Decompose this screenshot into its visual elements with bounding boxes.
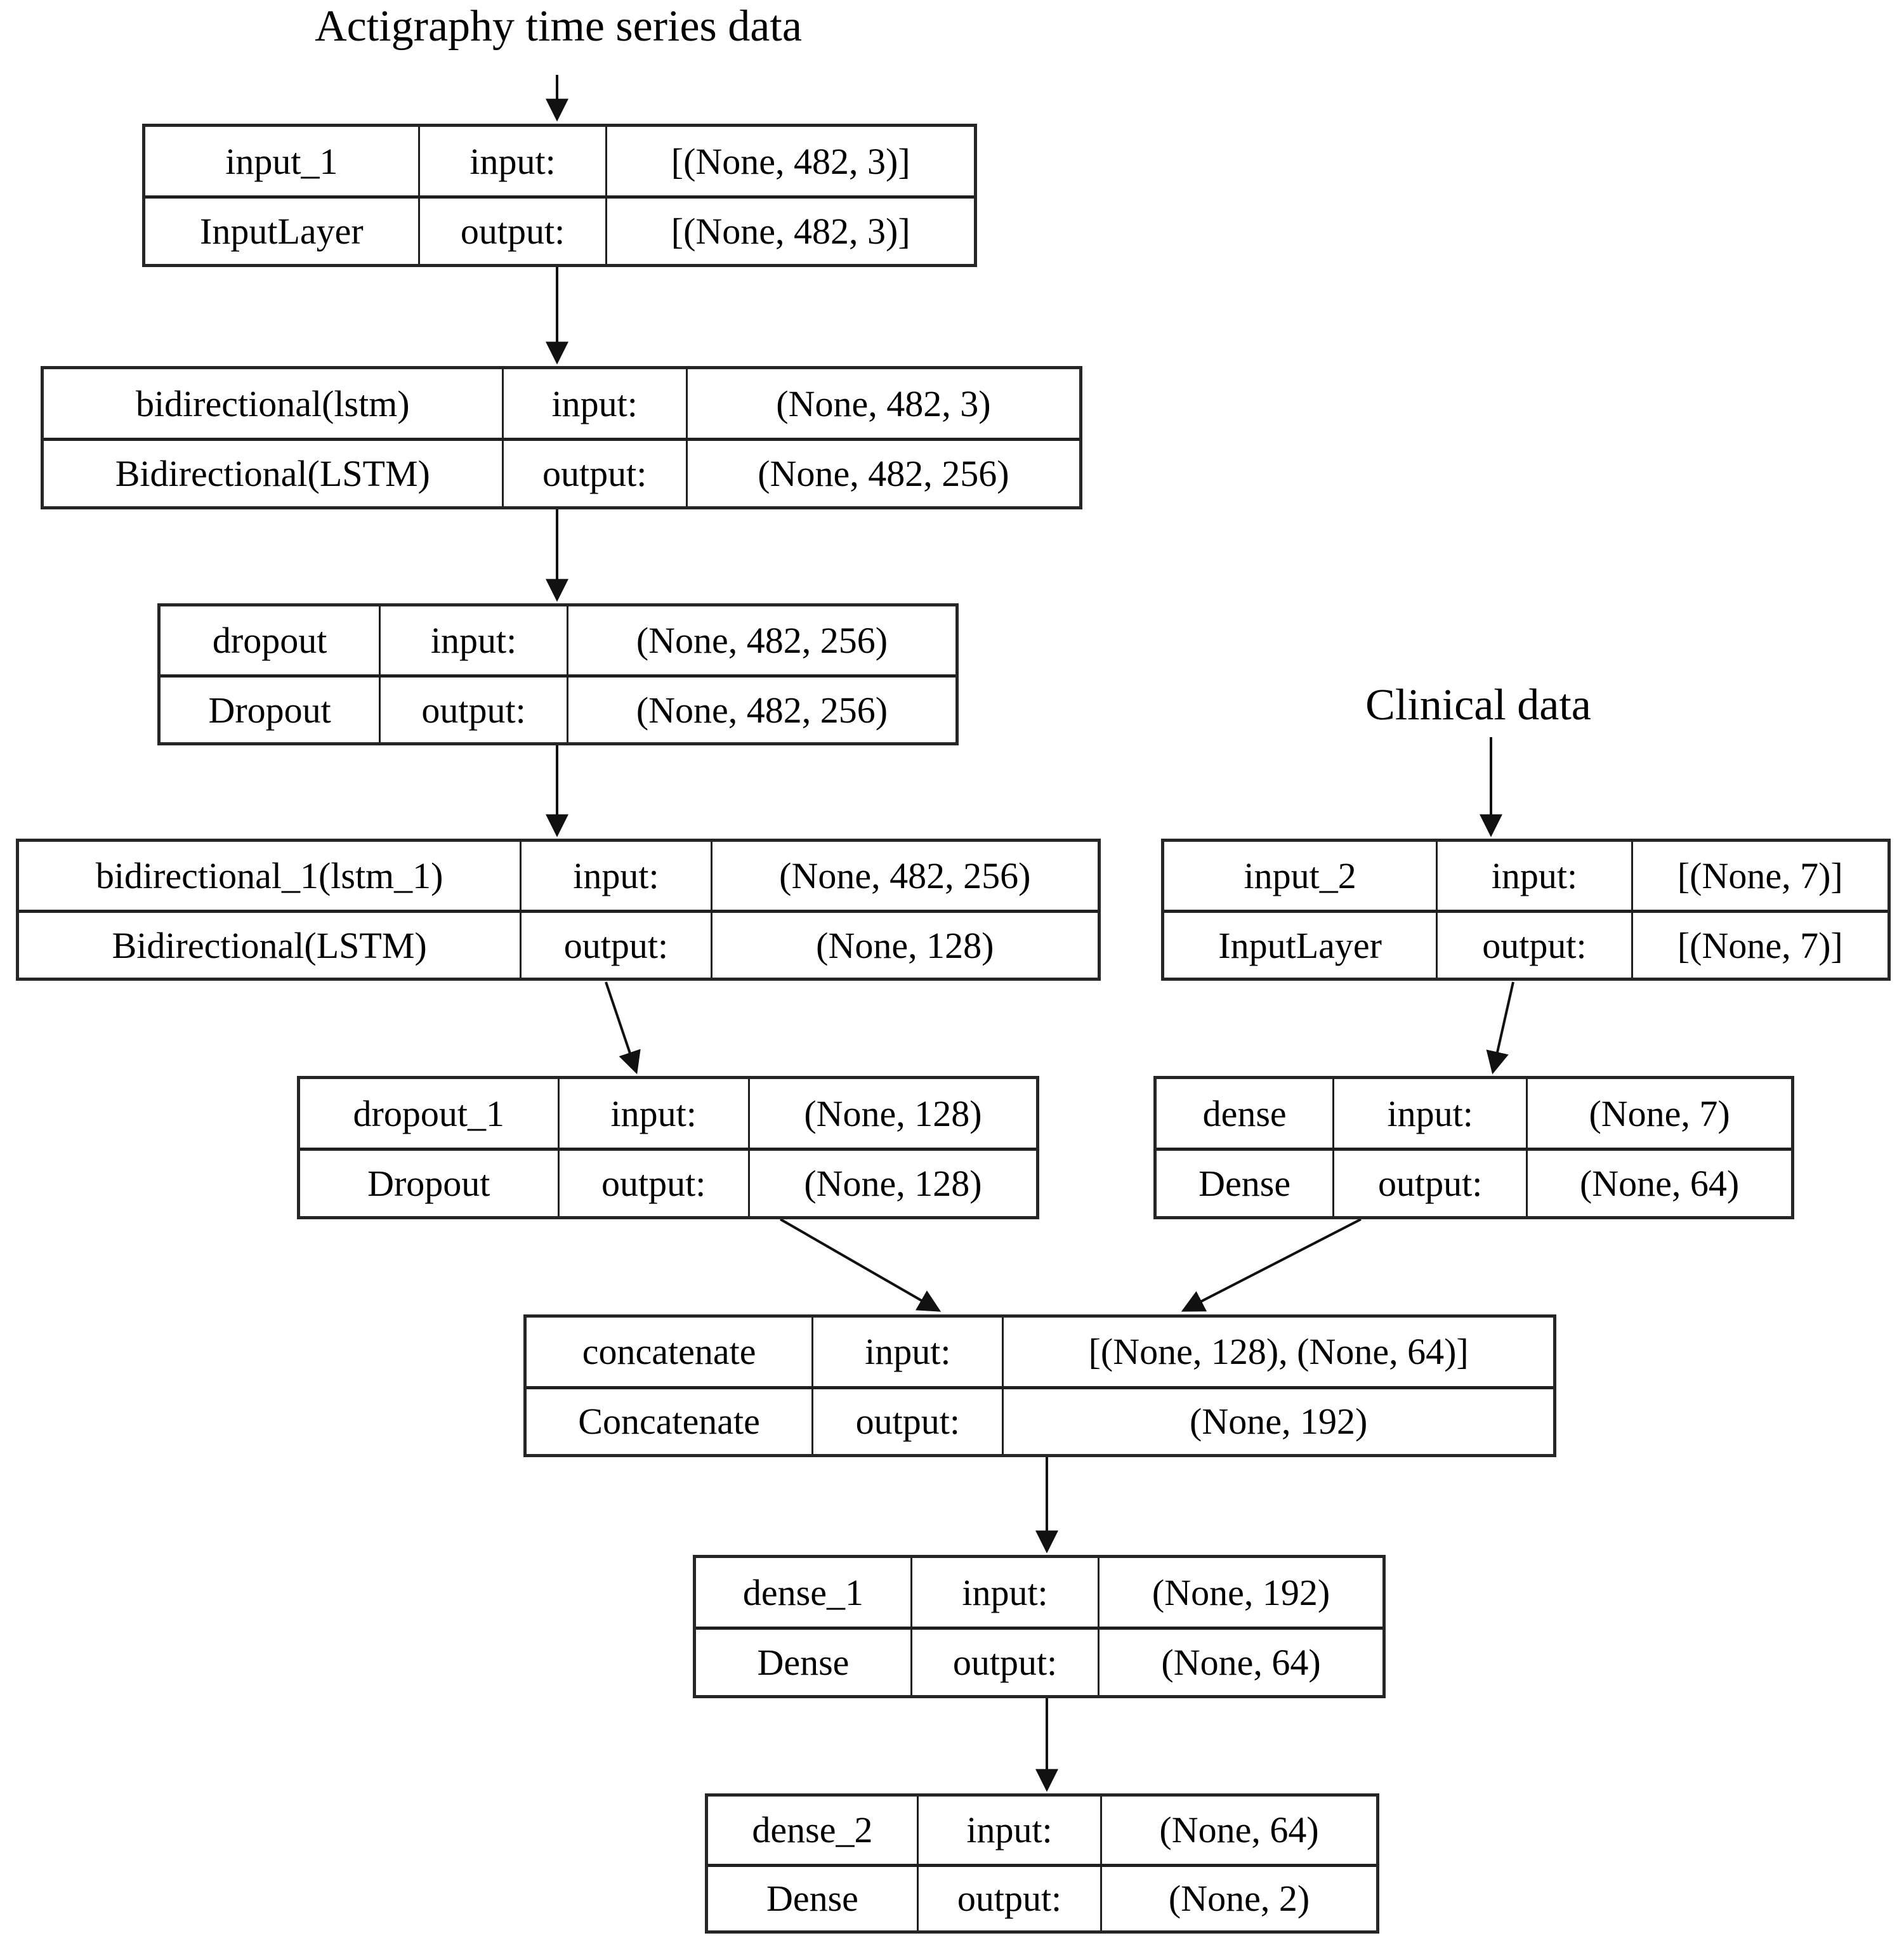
output-shape: [(None, 482, 3)] — [605, 195, 974, 264]
output-shape: (None, 128) — [710, 910, 1098, 978]
output-shape: (None, 64) — [1098, 1627, 1382, 1695]
layer-name: dense — [1202, 1092, 1287, 1134]
output-label: output: — [1332, 1148, 1526, 1216]
layer-name: input_1 — [225, 140, 338, 182]
node-input-1: input_1 input: [(None, 482, 3)] InputLay… — [142, 124, 977, 267]
output-label: output: — [501, 438, 686, 506]
node-dense-2: dense_2 input: (None, 64) Dense output: … — [705, 1793, 1379, 1934]
edge-dropout-1-to-concatenate — [780, 1218, 942, 1312]
node-concatenate: concatenate input: [(None, 128), (None, … — [523, 1314, 1556, 1457]
output-shape: (None, 482, 256) — [566, 674, 955, 742]
input-shape: (None, 64) — [1100, 1797, 1376, 1864]
layer-name: bidirectional_1(lstm_1) — [95, 855, 443, 896]
output-shape: (None, 482, 256) — [685, 438, 1079, 506]
layer-type: Concatenate — [527, 1385, 812, 1455]
node-bidirectional-1-lstm-1: bidirectional_1(lstm_1) input: (None, 48… — [16, 839, 1101, 981]
edge-dense-to-concatenate — [1181, 1218, 1362, 1312]
output-label: output: — [916, 1863, 1101, 1930]
layer-name: dense_2 — [752, 1809, 873, 1851]
layer-name: bidirectional(lstm) — [135, 383, 410, 424]
input-shape: (None, 128) — [747, 1079, 1036, 1148]
node-dropout: dropout input: (None, 482, 256) Dropout … — [157, 603, 959, 745]
output-label: output: — [417, 195, 606, 264]
layer-name: dense_1 — [742, 1571, 863, 1613]
input-shape: (None, 7) — [1526, 1079, 1791, 1148]
input-label: input: — [811, 1318, 1002, 1386]
input-label: input: — [1436, 842, 1631, 910]
layer-type: Dropout — [300, 1148, 558, 1216]
layer-type: InputLayer — [1164, 910, 1436, 978]
output-label: output: — [557, 1148, 748, 1216]
input-shape: [(None, 128), (None, 64)] — [1002, 1318, 1553, 1386]
layer-type: InputLayer — [145, 195, 418, 264]
input-shape: [(None, 7)] — [1631, 842, 1888, 910]
output-shape: (None, 192) — [1002, 1385, 1553, 1454]
output-label: output: — [520, 910, 711, 978]
layer-type: Dropout — [161, 674, 379, 742]
output-shape: (None, 128) — [747, 1148, 1036, 1216]
layer-type: Dense — [1157, 1148, 1333, 1216]
layer-type: Dense — [696, 1627, 910, 1695]
input-shape: (None, 482, 256) — [566, 606, 955, 674]
actigraphy-data-label: Actigraphy time series data — [315, 2, 802, 51]
output-label: output: — [379, 674, 567, 742]
layer-name: input_2 — [1244, 855, 1356, 896]
output-label: output: — [1436, 910, 1631, 978]
output-shape: (None, 2) — [1100, 1863, 1376, 1930]
input-label: input: — [916, 1797, 1100, 1864]
input-shape: (None, 192) — [1098, 1558, 1382, 1627]
input-label: input: — [557, 1079, 748, 1148]
edge-input-2-to-dense — [1486, 981, 1514, 1075]
output-shape: (None, 64) — [1526, 1148, 1791, 1216]
node-input-2: input_2 input: [(None, 7)] InputLayer ou… — [1161, 839, 1891, 981]
node-dropout-1: dropout_1 input: (None, 128) Dropout out… — [297, 1076, 1039, 1219]
input-shape: [(None, 482, 3)] — [605, 127, 974, 195]
layer-type: Dense — [708, 1863, 917, 1931]
input-label: input: — [1332, 1079, 1526, 1148]
layer-name: concatenate — [582, 1331, 756, 1373]
node-dense-1: dense_1 input: (None, 192) Dense output:… — [693, 1555, 1386, 1698]
input-shape: (None, 482, 3) — [685, 369, 1079, 438]
node-dense: dense input: (None, 7) Dense output: (No… — [1153, 1076, 1794, 1219]
layer-name: dropout — [212, 620, 327, 661]
output-shape: [(None, 7)] — [1631, 910, 1888, 978]
output-label: output: — [811, 1385, 1002, 1454]
layer-type: Bidirectional(LSTM) — [44, 438, 502, 506]
clinical-data-label: Clinical data — [1365, 681, 1591, 730]
input-label: input: — [417, 127, 606, 195]
layer-type: Bidirectional(LSTM) — [19, 910, 520, 978]
input-label: input: — [379, 606, 567, 674]
input-label: input: — [501, 369, 686, 438]
input-shape: (None, 482, 256) — [710, 842, 1098, 910]
input-label: input: — [520, 842, 710, 910]
layer-name: dropout_1 — [353, 1092, 504, 1134]
node-bidirectional-lstm: bidirectional(lstm) input: (None, 482, 3… — [41, 366, 1082, 509]
edge-bidirectional-1-to-dropout-1 — [605, 981, 641, 1075]
output-label: output: — [910, 1627, 1098, 1695]
input-label: input: — [910, 1558, 1098, 1627]
